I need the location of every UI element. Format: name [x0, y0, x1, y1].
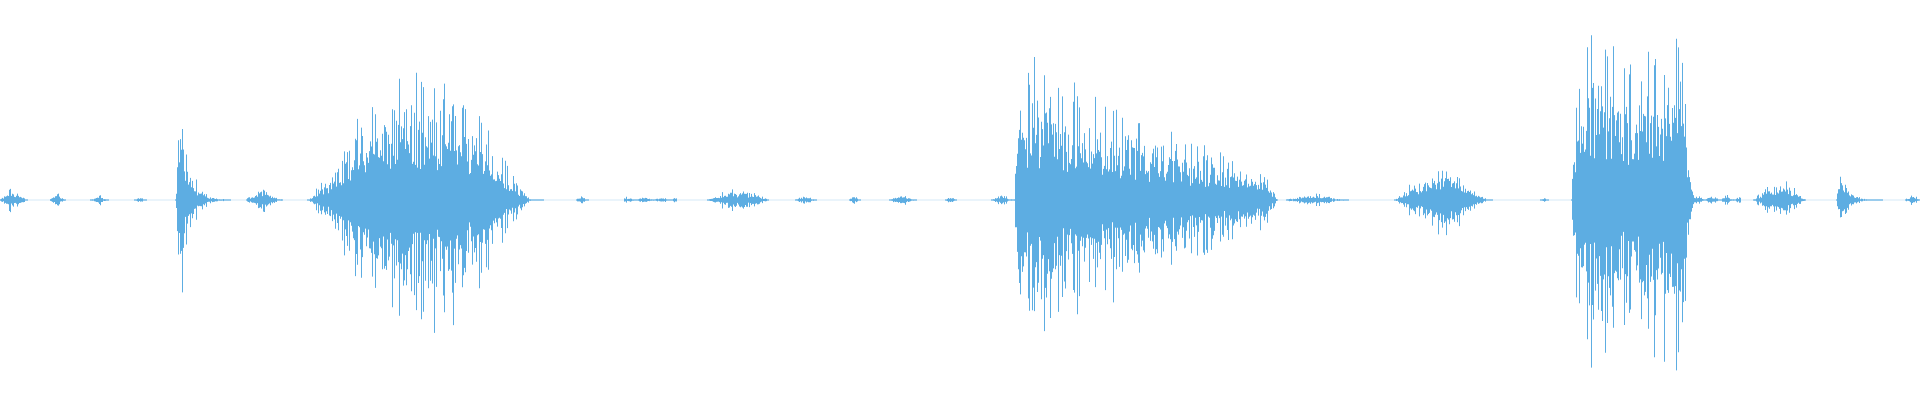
waveform-samples: [0, 35, 1920, 371]
